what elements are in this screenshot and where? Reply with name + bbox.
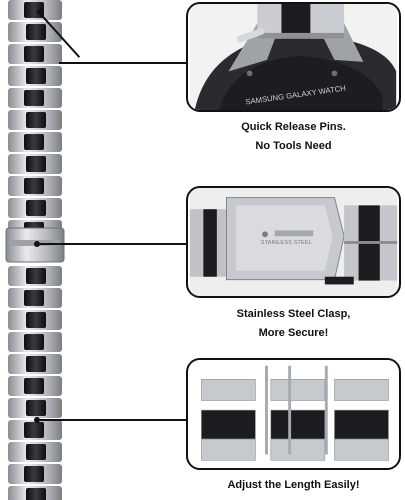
caption-length: Adjust the Length Easily! — [186, 476, 401, 495]
strap-link-center — [24, 378, 44, 394]
link-segment — [201, 378, 256, 401]
link-segment — [201, 438, 256, 461]
link-segment — [270, 378, 326, 401]
link-segment — [334, 378, 389, 401]
strap-link-center — [26, 400, 46, 416]
strap-link-center — [24, 466, 44, 482]
strap-link-center — [26, 112, 46, 128]
strap-link-center — [26, 268, 46, 284]
link-segment — [334, 409, 389, 440]
strap-link-center — [26, 24, 46, 40]
strap-link-center — [26, 68, 46, 84]
callout-clasp-image: STAINLESS STEEL — [186, 186, 401, 298]
link-segment — [201, 409, 256, 440]
caption-clasp-line2: More Secure! — [258, 327, 329, 339]
link-segment — [334, 438, 389, 461]
strap-link-center — [24, 46, 44, 62]
link-pin — [324, 365, 328, 455]
link-segment — [270, 409, 326, 440]
leader-line-length — [40, 419, 187, 421]
clasp-engraving: STAINLESS STEEL — [261, 240, 313, 246]
leader-dot-length — [34, 417, 40, 423]
strap-link-center — [26, 488, 46, 500]
strap-link-center — [24, 290, 44, 306]
strap-link-center — [26, 200, 46, 216]
strap-link-center — [26, 156, 46, 172]
strap-link-center — [26, 312, 46, 328]
watch-strap-image — [5, 0, 65, 500]
strap-link-center — [24, 178, 44, 194]
watch-pins-closeup-icon: SAMSUNG GALAXY WATCH — [189, 4, 398, 110]
leader-line-clasp — [40, 243, 187, 245]
strap-link-center — [24, 90, 44, 106]
leader-dot-clasp — [34, 241, 40, 247]
caption-clasp: Stainless Steel Clasp, More Secure! — [186, 305, 401, 343]
callout-length-image — [186, 358, 401, 470]
link-pin — [288, 365, 292, 455]
caption-pins-line2: No Tools Need — [255, 140, 332, 152]
strap-link-center — [26, 356, 46, 372]
caption-pins-line1: Quick Release Pins. — [241, 121, 346, 133]
caption-length-line1: Adjust the Length Easily! — [227, 479, 360, 491]
strap-link-center — [26, 444, 46, 460]
link-removal-diagram-icon — [189, 360, 398, 468]
link-segment — [270, 438, 326, 461]
caption-clasp-line1: Stainless Steel Clasp, — [236, 308, 351, 320]
strap-link-center — [24, 334, 44, 350]
link-pin — [265, 365, 268, 455]
caption-pins: Quick Release Pins. No Tools Need — [186, 118, 401, 156]
butterfly-clasp-closeup-icon: STAINLESS STEEL — [189, 188, 398, 296]
callout-pins-image: SAMSUNG GALAXY WATCH — [186, 2, 401, 112]
strap-link-center — [24, 134, 44, 150]
leader-line-pins — [59, 62, 187, 64]
strap-link-center — [24, 422, 44, 438]
